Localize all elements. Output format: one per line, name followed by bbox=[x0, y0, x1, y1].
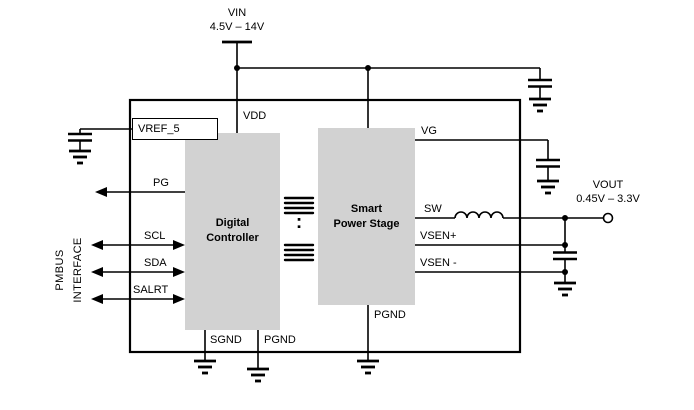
vin-label: VIN bbox=[227, 7, 247, 19]
sw-pin-label: SW bbox=[424, 203, 442, 215]
arrow-left-icon bbox=[91, 240, 103, 250]
arrow-left-icon bbox=[91, 294, 103, 304]
pg-pin-label: PG bbox=[153, 177, 169, 189]
ground-symbol bbox=[192, 359, 218, 375]
arrow-right-icon bbox=[173, 267, 185, 277]
vin-supply-symbol bbox=[222, 40, 252, 68]
smart-power-stage-block bbox=[318, 128, 415, 305]
vg-pin-label: VG bbox=[421, 125, 437, 137]
digital-controller-block bbox=[185, 133, 280, 330]
vdd-pin-label: VDD bbox=[243, 110, 267, 122]
vref5-cap bbox=[66, 132, 94, 142]
smart-power-stage-label: Smart Power Stage bbox=[333, 203, 400, 230]
salrt-pin-label: SALRT bbox=[133, 284, 169, 296]
arrow-right-icon bbox=[173, 294, 185, 304]
vsen-plus-pin-label: VSEN+ bbox=[420, 230, 457, 242]
ground-symbol bbox=[552, 281, 578, 297]
digital-controller-label: Digital Controller bbox=[206, 217, 259, 244]
input-cap bbox=[526, 78, 554, 88]
ground-symbol bbox=[527, 97, 553, 113]
pgnd-right-pin-label: PGND bbox=[374, 309, 406, 321]
arrow-left-icon bbox=[95, 187, 107, 197]
scl-pin-label: SCL bbox=[144, 230, 166, 242]
sw-wire bbox=[415, 211, 604, 219]
coupler-ellipsis: : bbox=[295, 212, 303, 233]
vg-wire bbox=[415, 139, 549, 181]
inductor-coil bbox=[454, 211, 504, 219]
ground-symbol bbox=[355, 359, 381, 375]
sda-pin-label: SDA bbox=[144, 257, 167, 269]
pgnd-left-pin-label: PGND bbox=[264, 334, 296, 346]
ground-symbol bbox=[67, 149, 93, 165]
vout-label: VOUT bbox=[592, 179, 624, 191]
ground-symbol bbox=[245, 367, 271, 383]
vg-cap bbox=[534, 158, 562, 168]
vref5-pin-label: VREF_5 bbox=[138, 123, 180, 135]
vsen-minus-pin-label: VSEN - bbox=[420, 257, 457, 269]
vout-range: 0.45V – 3.3V bbox=[576, 193, 640, 205]
vin-rail-wire bbox=[236, 67, 540, 133]
vout-terminal bbox=[602, 212, 614, 224]
junction-dots bbox=[234, 65, 568, 275]
sgnd-pin-label: SGND bbox=[210, 334, 242, 346]
arrow-right-icon bbox=[173, 240, 185, 250]
module-boundary bbox=[128, 98, 522, 354]
isolation-coupler-top bbox=[283, 196, 315, 215]
pmbus-interface-label: PMBUS INTERFACE bbox=[54, 237, 84, 303]
output-cap bbox=[551, 251, 579, 261]
vref5-pin-box: VREF_5 bbox=[132, 118, 218, 140]
isolation-coupler-bottom bbox=[283, 243, 315, 262]
arrow-left-icon bbox=[91, 267, 103, 277]
vin-range: 4.5V – 14V bbox=[209, 21, 265, 33]
